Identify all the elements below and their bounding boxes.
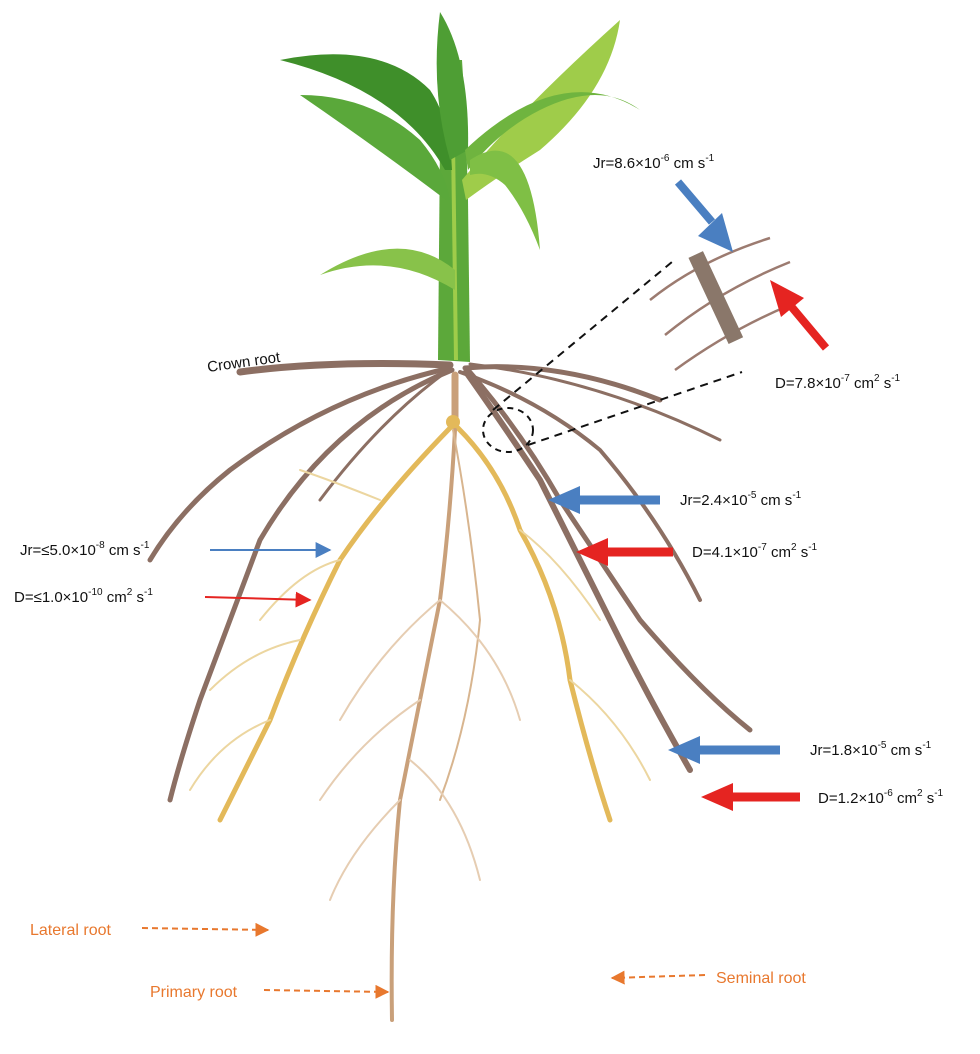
- primary-root-label: Primary root: [150, 984, 238, 1001]
- inset-d-label: D=7.8×10-7 cm2 s-1: [775, 373, 901, 392]
- primary-root-pointer: [264, 990, 388, 992]
- zoom-inset: [483, 238, 790, 452]
- inset-d-arrow: [770, 280, 826, 348]
- mid-d-label: D=4.1×10-7 cm2 s-1: [692, 542, 818, 561]
- root-segment-rect: [688, 251, 743, 344]
- lateral-root-pointer: [142, 928, 268, 930]
- maize-shoot: [280, 12, 640, 362]
- inset-jr-label: Jr=8.6×10-6 cm s-1: [593, 153, 715, 172]
- low-d-label: D=1.2×10-6 cm2 s-1: [818, 788, 944, 807]
- lat-d-arrow: [205, 597, 310, 600]
- lateral-d-label: D=≤1.0×10-10 cm2 s-1: [14, 587, 153, 606]
- inset-jr-arrow: [678, 182, 733, 252]
- mid-jr-label: Jr=2.4×10-5 cm s-1: [680, 490, 802, 509]
- lateral-jr-label: Jr=≤5.0×10-8 cm s-1: [20, 540, 150, 559]
- low-d-arrow: [701, 783, 800, 811]
- low-jr-label: Jr=1.8×10-5 cm s-1: [810, 740, 932, 759]
- seminal-root-pointer: [612, 975, 705, 978]
- seminal-root-label: Seminal root: [716, 970, 806, 987]
- seminal-roots: [190, 375, 650, 1020]
- lateral-root-label: Lateral root: [30, 922, 111, 939]
